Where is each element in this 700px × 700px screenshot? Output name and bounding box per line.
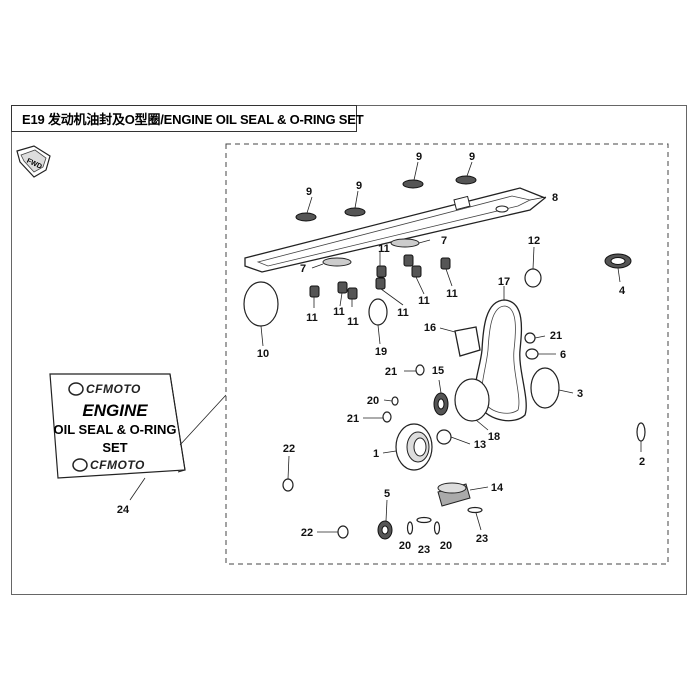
gasket-part-17 (474, 299, 527, 422)
o-ring-part-10 (243, 281, 279, 327)
title-box: E19 发动机油封及O型圈/ENGINE OIL SEAL & O-RING S… (11, 105, 364, 132)
callout-18: 18 (488, 431, 500, 443)
o-ring-part-19 (368, 298, 388, 326)
callout-7: 7 (441, 235, 447, 247)
o-ring-part-2 (636, 422, 646, 442)
grommets-part-11 (309, 254, 451, 300)
callout-20: 20 (399, 540, 411, 552)
callout-2: 2 (639, 456, 645, 468)
callout-7: 7 (300, 263, 306, 275)
callout-13: 13 (474, 439, 486, 451)
cfmoto-logo-icon-bottom (72, 458, 88, 472)
callout-11: 11 (333, 306, 345, 318)
callout-3: 3 (577, 388, 583, 400)
o-ring-part-6 (525, 348, 539, 360)
callout-19: 19 (375, 346, 387, 358)
callout-11: 11 (378, 243, 390, 255)
o-ring-part-22a (282, 478, 294, 492)
kit-line-2: OIL SEAL & O-RING (53, 422, 176, 437)
seal-part-14 (437, 482, 471, 507)
callout-24: 24 (117, 504, 130, 516)
callout-6: 6 (560, 349, 566, 361)
callout-22: 22 (301, 527, 313, 539)
callout-5: 5 (384, 488, 390, 500)
seals-part-9 (295, 175, 477, 222)
kit-brand-top: CFMOTO (86, 382, 141, 396)
o-ring-part-23a (467, 506, 483, 514)
kit-line-1: ENGINE (82, 401, 148, 420)
callout-21: 21 (550, 330, 562, 342)
callout-14: 14 (491, 482, 504, 494)
o-ring-part-3 (530, 367, 560, 409)
callout-20: 20 (367, 395, 379, 407)
o-ring-part-12 (524, 268, 542, 288)
cfmoto-logo-icon (68, 382, 84, 396)
callout-9: 9 (469, 151, 475, 163)
callout-17: 17 (498, 276, 510, 288)
callout-11: 11 (397, 307, 409, 319)
seal-part-15 (433, 392, 449, 416)
callout-11: 11 (306, 312, 318, 324)
kit-line-3: SET (102, 440, 127, 455)
callout-21: 21 (385, 366, 397, 378)
callout-12: 12 (528, 235, 540, 247)
callout-labels: 9 9 9 9 8 7 7 11 11 11 11 11 11 11 12 4 … (117, 151, 645, 556)
seal-part-1 (395, 423, 433, 471)
callout-9: 9 (306, 186, 312, 198)
callout-10: 10 (257, 348, 269, 360)
callout-11: 11 (418, 295, 430, 307)
callout-22: 22 (283, 443, 295, 455)
seals-part-7 (322, 238, 420, 267)
callout-1: 1 (373, 448, 379, 460)
leader-lines (260, 161, 642, 533)
callout-9: 9 (416, 151, 422, 163)
callout-9: 9 (356, 180, 362, 192)
callout-4: 4 (619, 285, 626, 297)
o-ring-part-18 (454, 378, 490, 422)
o-ring-part-13 (436, 429, 452, 445)
fwd-arrow-icon: FWD (16, 145, 51, 178)
o-ring-part-21b (415, 364, 425, 376)
o-ring-part-22b (337, 525, 349, 539)
kit-card: CFMOTO ENGINE OIL SEAL & O-RING SET CFMO… (49, 373, 186, 479)
o-ring-part-20a (391, 396, 399, 406)
callout-11: 11 (347, 316, 359, 328)
gasket-part-16 (454, 326, 481, 357)
callout-20: 20 (440, 540, 452, 552)
seal-part-4 (604, 253, 632, 269)
parts-enclosure (225, 143, 669, 565)
callout-8: 8 (552, 192, 558, 204)
callout-23: 23 (418, 544, 430, 556)
o-ring-part-21a (524, 332, 536, 344)
page-title: E19 发动机油封及O型圈/ENGINE OIL SEAL & O-RING S… (22, 112, 364, 127)
seal-part-5 (377, 520, 393, 540)
kit-brand-bottom: CFMOTO (90, 458, 145, 472)
callout-11: 11 (446, 288, 458, 300)
callout-15: 15 (432, 365, 444, 377)
small-seals-parts-20-23 (406, 516, 441, 535)
o-ring-part-21c (382, 411, 392, 423)
callout-21: 21 (347, 413, 359, 425)
callout-16: 16 (424, 322, 436, 334)
callout-23: 23 (476, 533, 488, 545)
gasket-part-8 (244, 187, 547, 273)
